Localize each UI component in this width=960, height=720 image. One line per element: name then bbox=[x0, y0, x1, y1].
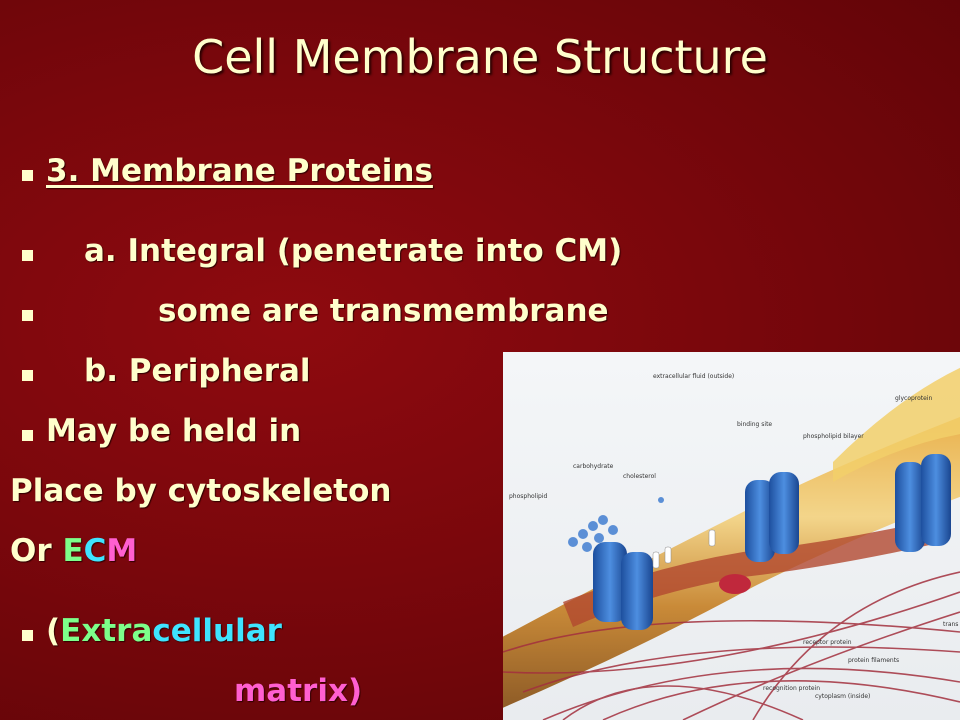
text-or-ecm: Or ECM bbox=[10, 533, 137, 569]
label-protein-filaments: protein filaments bbox=[848, 657, 899, 664]
bullet-integral: a. Integral (penetrate into CM) bbox=[84, 233, 623, 269]
channel-protein-center bbox=[745, 472, 799, 562]
label-receptor-protein: receptor protein bbox=[803, 639, 852, 646]
paren-open: ( bbox=[46, 613, 61, 649]
bullet-transmembrane: some are transmembrane bbox=[158, 293, 609, 329]
carbohydrate-chain bbox=[568, 497, 664, 552]
bullet-marker bbox=[22, 370, 33, 381]
cell-membrane-diagram: extracellular fluid (outside) glycoprote… bbox=[503, 352, 960, 720]
label-carbohydrate: carbohydrate bbox=[573, 463, 614, 470]
diagram-labels: extracellular fluid (outside) glycoprote… bbox=[509, 373, 958, 700]
text-cellular: cellular bbox=[152, 613, 282, 649]
label-glycoprotein: glycoprotein bbox=[895, 395, 933, 402]
bullet-marker bbox=[22, 630, 33, 641]
ecm-letter-c: C bbox=[83, 533, 107, 569]
ecm-letter-e: E bbox=[62, 533, 84, 569]
bullet-peripheral: b. Peripheral bbox=[84, 353, 311, 389]
label-binding-site: binding site bbox=[737, 421, 772, 428]
bullet-marker bbox=[22, 430, 33, 441]
bullet-extracellular: (Extracellular bbox=[46, 613, 282, 649]
label-extracellular-fluid: extracellular fluid (outside) bbox=[653, 373, 734, 380]
text-extra: Extra bbox=[60, 613, 153, 649]
label-recognition-protein: recognition protein bbox=[763, 685, 820, 692]
label-phospholipid-bilayer: phospholipid bilayer bbox=[803, 433, 864, 440]
section-heading: 3. Membrane Proteins bbox=[46, 153, 433, 189]
label-phospholipid: phospholipid bbox=[509, 493, 548, 500]
ecm-letters: ECM bbox=[62, 533, 137, 569]
text-matrix: matrix) bbox=[234, 673, 363, 709]
channel-protein-right bbox=[895, 454, 951, 552]
protein-filaments bbox=[503, 571, 960, 720]
yellow-curve bbox=[833, 367, 960, 482]
peripheral-protein bbox=[719, 574, 751, 594]
text-place-by-cytoskeleton: Place by cytoskeleton bbox=[10, 473, 392, 509]
lower-membrane bbox=[563, 522, 943, 627]
ecm-letter-m: M bbox=[106, 533, 138, 569]
text-or: Or bbox=[10, 533, 52, 569]
label-cytoplasm: cytoplasm (inside) bbox=[815, 693, 870, 700]
bullet-held-in: May be held in bbox=[46, 413, 302, 449]
bullet-marker bbox=[22, 170, 33, 181]
label-cholesterol: cholesterol bbox=[623, 473, 656, 480]
cholesterol-marks bbox=[652, 529, 716, 569]
channel-protein-left bbox=[593, 542, 653, 630]
slide-title: Cell Membrane Structure bbox=[192, 30, 768, 84]
label-transport: trans bbox=[943, 621, 958, 628]
bullet-marker bbox=[22, 250, 33, 261]
bullet-marker bbox=[22, 310, 33, 321]
